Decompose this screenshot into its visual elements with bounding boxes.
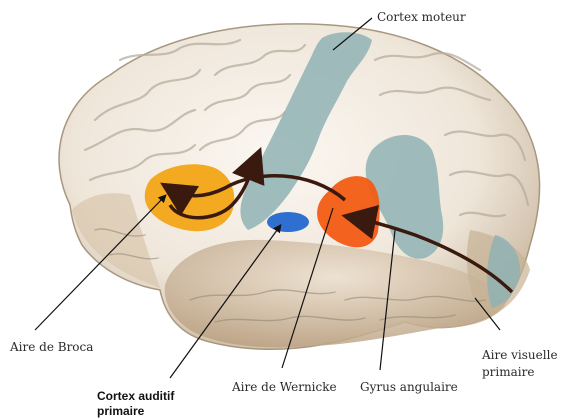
brain-illustration (59, 24, 540, 349)
label-aire-visuelle-line1: Aire visuelle (481, 348, 558, 362)
label-gyrus-angulaire: Gyrus angulaire (360, 380, 458, 394)
label-cortex-auditif-line1: Cortex auditif (97, 389, 175, 403)
label-aire-visuelle-line2: primaire (482, 365, 534, 379)
auditory-cortex-area (267, 212, 309, 232)
label-cortex-moteur: Cortex moteur (377, 10, 466, 24)
label-cortex-auditif-line2: primaire (97, 404, 145, 418)
label-aire-wernicke: Aire de Wernicke (231, 380, 337, 394)
label-aire-broca: Aire de Broca (9, 340, 93, 354)
